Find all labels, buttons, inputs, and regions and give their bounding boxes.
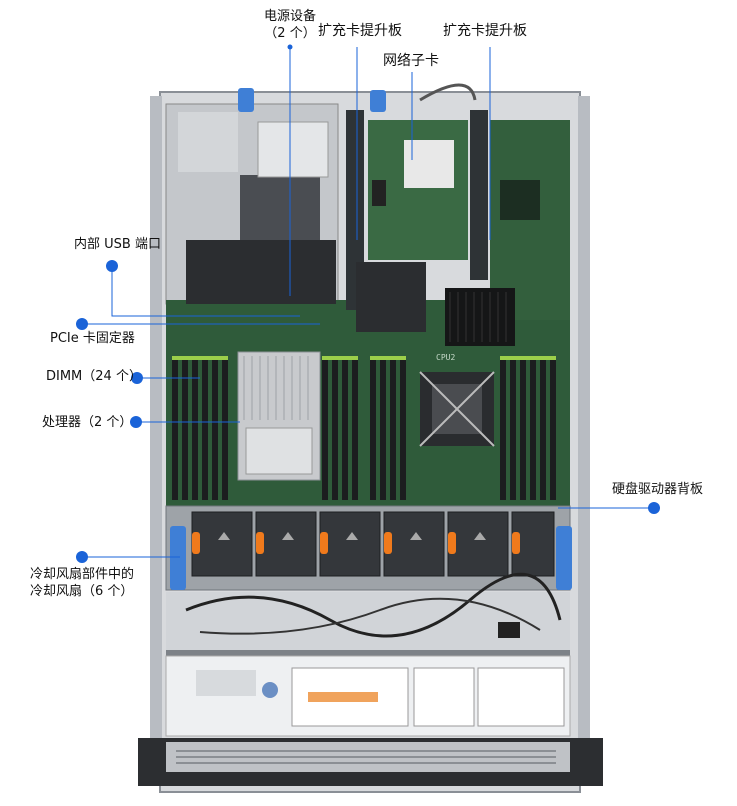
callout-dot-backplane xyxy=(648,502,660,514)
riser-handle xyxy=(370,90,386,112)
network-daughter-card xyxy=(368,120,468,260)
pcie-holder xyxy=(186,240,336,304)
label-power-supply-line1: 电源设备 xyxy=(263,9,316,24)
fan-4 xyxy=(383,511,445,577)
riser-left xyxy=(346,110,364,310)
fan-6 xyxy=(511,511,555,577)
fans xyxy=(191,511,555,577)
callout-dot-usb xyxy=(106,260,118,272)
touch-point-right xyxy=(556,526,572,590)
riser-right xyxy=(470,110,488,280)
label-power-supply-line2: （2 个） xyxy=(264,26,316,41)
callout-dot-fans xyxy=(76,551,88,563)
touch-point-left xyxy=(170,526,186,590)
label-network-daughter-card: 网络子卡 xyxy=(383,53,439,69)
fan-5 xyxy=(447,511,509,577)
label-internal-usb: 内部 USB 端口 xyxy=(74,237,161,252)
fan-2 xyxy=(255,511,317,577)
callout-dot-power xyxy=(287,44,293,50)
heatsink-cpu1 xyxy=(237,351,321,481)
backplane xyxy=(166,650,570,656)
label-power-supply: 电源设备 （2 个） xyxy=(258,8,322,42)
callout-dot-pcie xyxy=(76,318,88,330)
callout-dots xyxy=(76,44,660,563)
cpu2-silkscreen: CPU2 xyxy=(436,353,455,362)
label-pcie-holder: PCIe 卡固定器 xyxy=(50,331,135,346)
callout-dot-dimm xyxy=(131,372,143,384)
fan-3 xyxy=(319,511,381,577)
heatsink-cpu2 xyxy=(445,288,515,346)
label-fans: 冷却风扇部件中的 冷却风扇（6 个） xyxy=(30,566,134,600)
label-backplane: 硬盘驱动器背板 xyxy=(612,482,704,497)
callout-lines xyxy=(82,47,654,558)
label-processor: 处理器（2 个） xyxy=(42,415,133,430)
label-dimm: DIMM（24 个） xyxy=(46,369,142,384)
cpu2-socket xyxy=(419,371,495,447)
riser-handle xyxy=(238,88,254,112)
label-fans-line2: 冷却风扇（6 个） xyxy=(30,584,134,599)
callout-dot-processor xyxy=(130,416,142,428)
label-riser-right: 扩充卡提升板 xyxy=(443,23,527,39)
label-riser-left: 扩充卡提升板 xyxy=(318,23,402,39)
label-fans-line1: 冷却风扇部件中的 xyxy=(30,567,135,582)
fan-1 xyxy=(191,511,253,577)
dimm-bank xyxy=(172,360,556,500)
